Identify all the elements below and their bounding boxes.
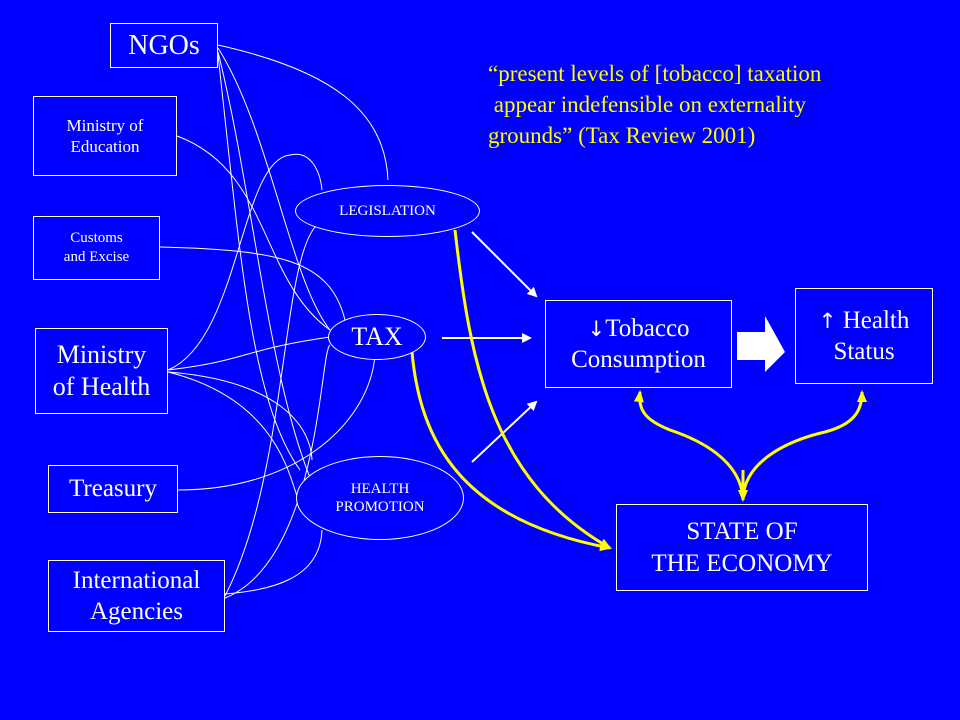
- international-line-1: International: [72, 566, 201, 594]
- international-line-2: Agencies: [89, 598, 184, 625]
- tobacco-arrows: [442, 231, 538, 463]
- agency-policy-curves: [159, 44, 389, 599]
- down-arrow-icon: ↓: [587, 316, 606, 342]
- health-line-1: ↑ Health: [819, 305, 910, 336]
- ngos-label: NGOs: [128, 30, 200, 61]
- up-arrow-icon: ↑: [818, 308, 837, 334]
- tax-oval: TAX: [328, 314, 426, 360]
- ministry-education-box: Ministry of Education: [33, 96, 177, 176]
- state-economy-box: STATE OF THE ECONOMY: [616, 504, 868, 591]
- health-promotion-line-1: HEALTH: [350, 481, 410, 497]
- quote-line-2: appear indefensible on externality: [488, 92, 807, 117]
- health-promotion-oval: HEALTH PROMOTION: [296, 456, 464, 540]
- tax-review-quote: “present levels of [tobacco] taxation ap…: [488, 58, 948, 151]
- customs-line-2: and Excise: [63, 249, 130, 265]
- tobacco-line-2: Consumption: [571, 346, 706, 373]
- economy-line-1: STATE OF: [686, 518, 798, 546]
- education-line-2: Education: [70, 137, 140, 156]
- economy-curves: [410, 229, 867, 552]
- health-line-2: Status: [833, 338, 895, 365]
- tobacco-line-1: ↓Tobacco: [587, 313, 689, 344]
- education-line-1: Ministry of: [66, 115, 144, 135]
- ngos-box: NGOs: [110, 23, 218, 68]
- tax-label: TAX: [351, 322, 403, 352]
- treasury-label: Treasury: [69, 475, 157, 503]
- health-word: Health: [842, 306, 910, 334]
- tobacco-word: Tobacco: [605, 314, 690, 342]
- ministry-health-box: Ministry of Health: [35, 328, 168, 414]
- customs-excise-box: Customs and Excise: [33, 216, 160, 280]
- legislation-label: LEGISLATION: [339, 203, 436, 219]
- ministry-health-line-1: Ministry: [56, 339, 147, 369]
- customs-line-1: Customs: [70, 230, 123, 247]
- quote-line-3: grounds” (Tax Review 2001): [488, 123, 756, 148]
- international-agencies-box: International Agencies: [48, 560, 225, 632]
- treasury-box: Treasury: [48, 465, 178, 513]
- economy-line-2: THE ECONOMY: [651, 549, 833, 577]
- block-arrow: [737, 316, 785, 372]
- ministry-health-line-2: of Health: [52, 372, 151, 401]
- tobacco-consumption-box: ↓Tobacco Consumption: [545, 300, 732, 388]
- legislation-oval: LEGISLATION: [295, 185, 480, 237]
- quote-line-1: “present levels of [tobacco] taxation: [488, 61, 822, 86]
- health-status-box: ↑ Health Status: [795, 288, 933, 384]
- health-promotion-line-2: PROMOTION: [335, 499, 425, 515]
